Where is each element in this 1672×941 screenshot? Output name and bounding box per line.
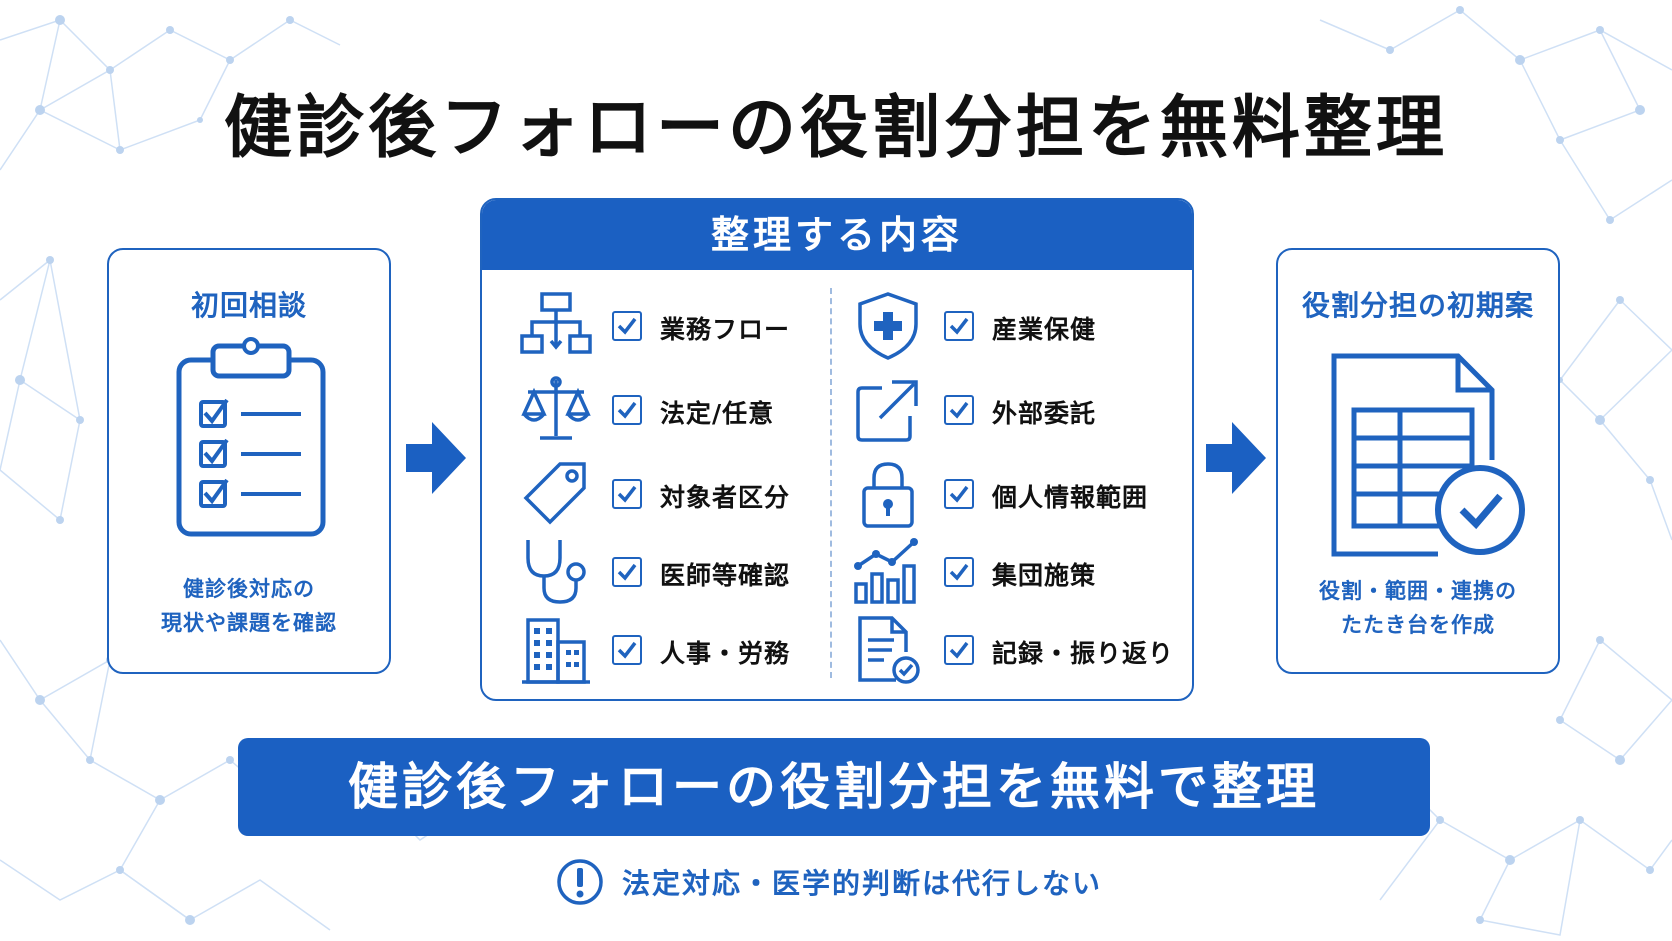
organize-content-card: 整理する内容 業務フロー 法定/任意 [480,198,1194,701]
item-target-category: 対象者区分 [520,458,820,525]
flowchart-icon [520,292,592,354]
item-hr-labor: 人事・労務 [520,614,820,684]
initial-role-plan-card: 役割分担の初期案 役割・範囲・連携の たたき台を作成 [1276,248,1560,674]
checkbox [612,395,642,425]
scales-icon [521,376,591,440]
padlock-icon [862,462,914,528]
item-label: 個人情報範囲 [992,483,1149,512]
checkbox [612,557,642,587]
arrow-right-icon [406,422,466,494]
bar-chart-icon [854,538,918,604]
item-label: 医師等確認 [660,561,791,590]
disclaimer-text: 法定対応・医学的判断は代行しない [622,867,1103,900]
checkbox [944,635,974,665]
document-table-check-icon [1331,353,1525,557]
office-building-icon [522,618,590,684]
page-title: 健診後フォローの役割分担を無料整理 [223,89,1448,168]
item-group-measures: 集団施策 [852,536,1182,604]
checkbox [944,395,974,425]
external-link-icon [856,380,918,442]
organize-content-header: 整理する内容 [482,200,1192,270]
arrow-right-icon [1206,422,1266,494]
stethoscope-icon [526,540,586,604]
item-business-flow: 業務フロー [520,290,820,354]
item-label: 業務フロー [660,315,791,344]
item-outsourcing: 外部委託 [852,374,1182,442]
exclamation-circle-icon [557,859,603,905]
column-divider [830,288,832,678]
item-label: 法定/任意 [660,399,775,428]
checkbox [944,557,974,587]
item-label: 集団施策 [992,561,1097,590]
initial-consultation-desc-1: 健診後対応の [183,577,315,601]
item-records-review: 記録・振り返り [852,614,1182,684]
cta-banner: 健診後フォローの役割分担を無料で整理 [238,738,1430,836]
initial-consultation-card: 初回相談 健診後対応の 現状や課題を確認 [107,248,391,674]
item-label: 産業保健 [992,315,1097,344]
initial-role-plan-desc-2: たたき台を作成 [1341,613,1495,637]
item-label: 人事・労務 [660,639,791,668]
checkbox [612,635,642,665]
initial-role-plan-title: 役割分担の初期案 [1301,289,1534,322]
item-label: 対象者区分 [660,483,791,512]
item-personal-info-scope: 個人情報範囲 [852,458,1182,528]
item-statutory-optional: 法定/任意 [520,374,820,440]
initial-role-plan-desc-1: 役割・範囲・連携の [1319,579,1517,603]
checkbox [612,311,642,341]
checkbox [944,311,974,341]
item-label: 外部委託 [992,399,1097,428]
document-check-icon [858,616,920,684]
item-label: 記録・振り返り [992,639,1175,668]
tag-icon [523,462,586,525]
initial-consultation-desc-2: 現状や課題を確認 [161,611,337,635]
item-occupational-health: 産業保健 [852,290,1182,360]
checkbox [944,479,974,509]
clipboard-checklist-icon [176,337,326,537]
initial-consultation-title: 初回相談 [190,289,307,322]
checkbox [612,479,642,509]
shield-plus-icon [858,292,918,360]
item-physician-check: 医師等確認 [520,536,820,604]
disclaimer-note: 法定対応・医学的判断は代行しない [0,856,1672,908]
